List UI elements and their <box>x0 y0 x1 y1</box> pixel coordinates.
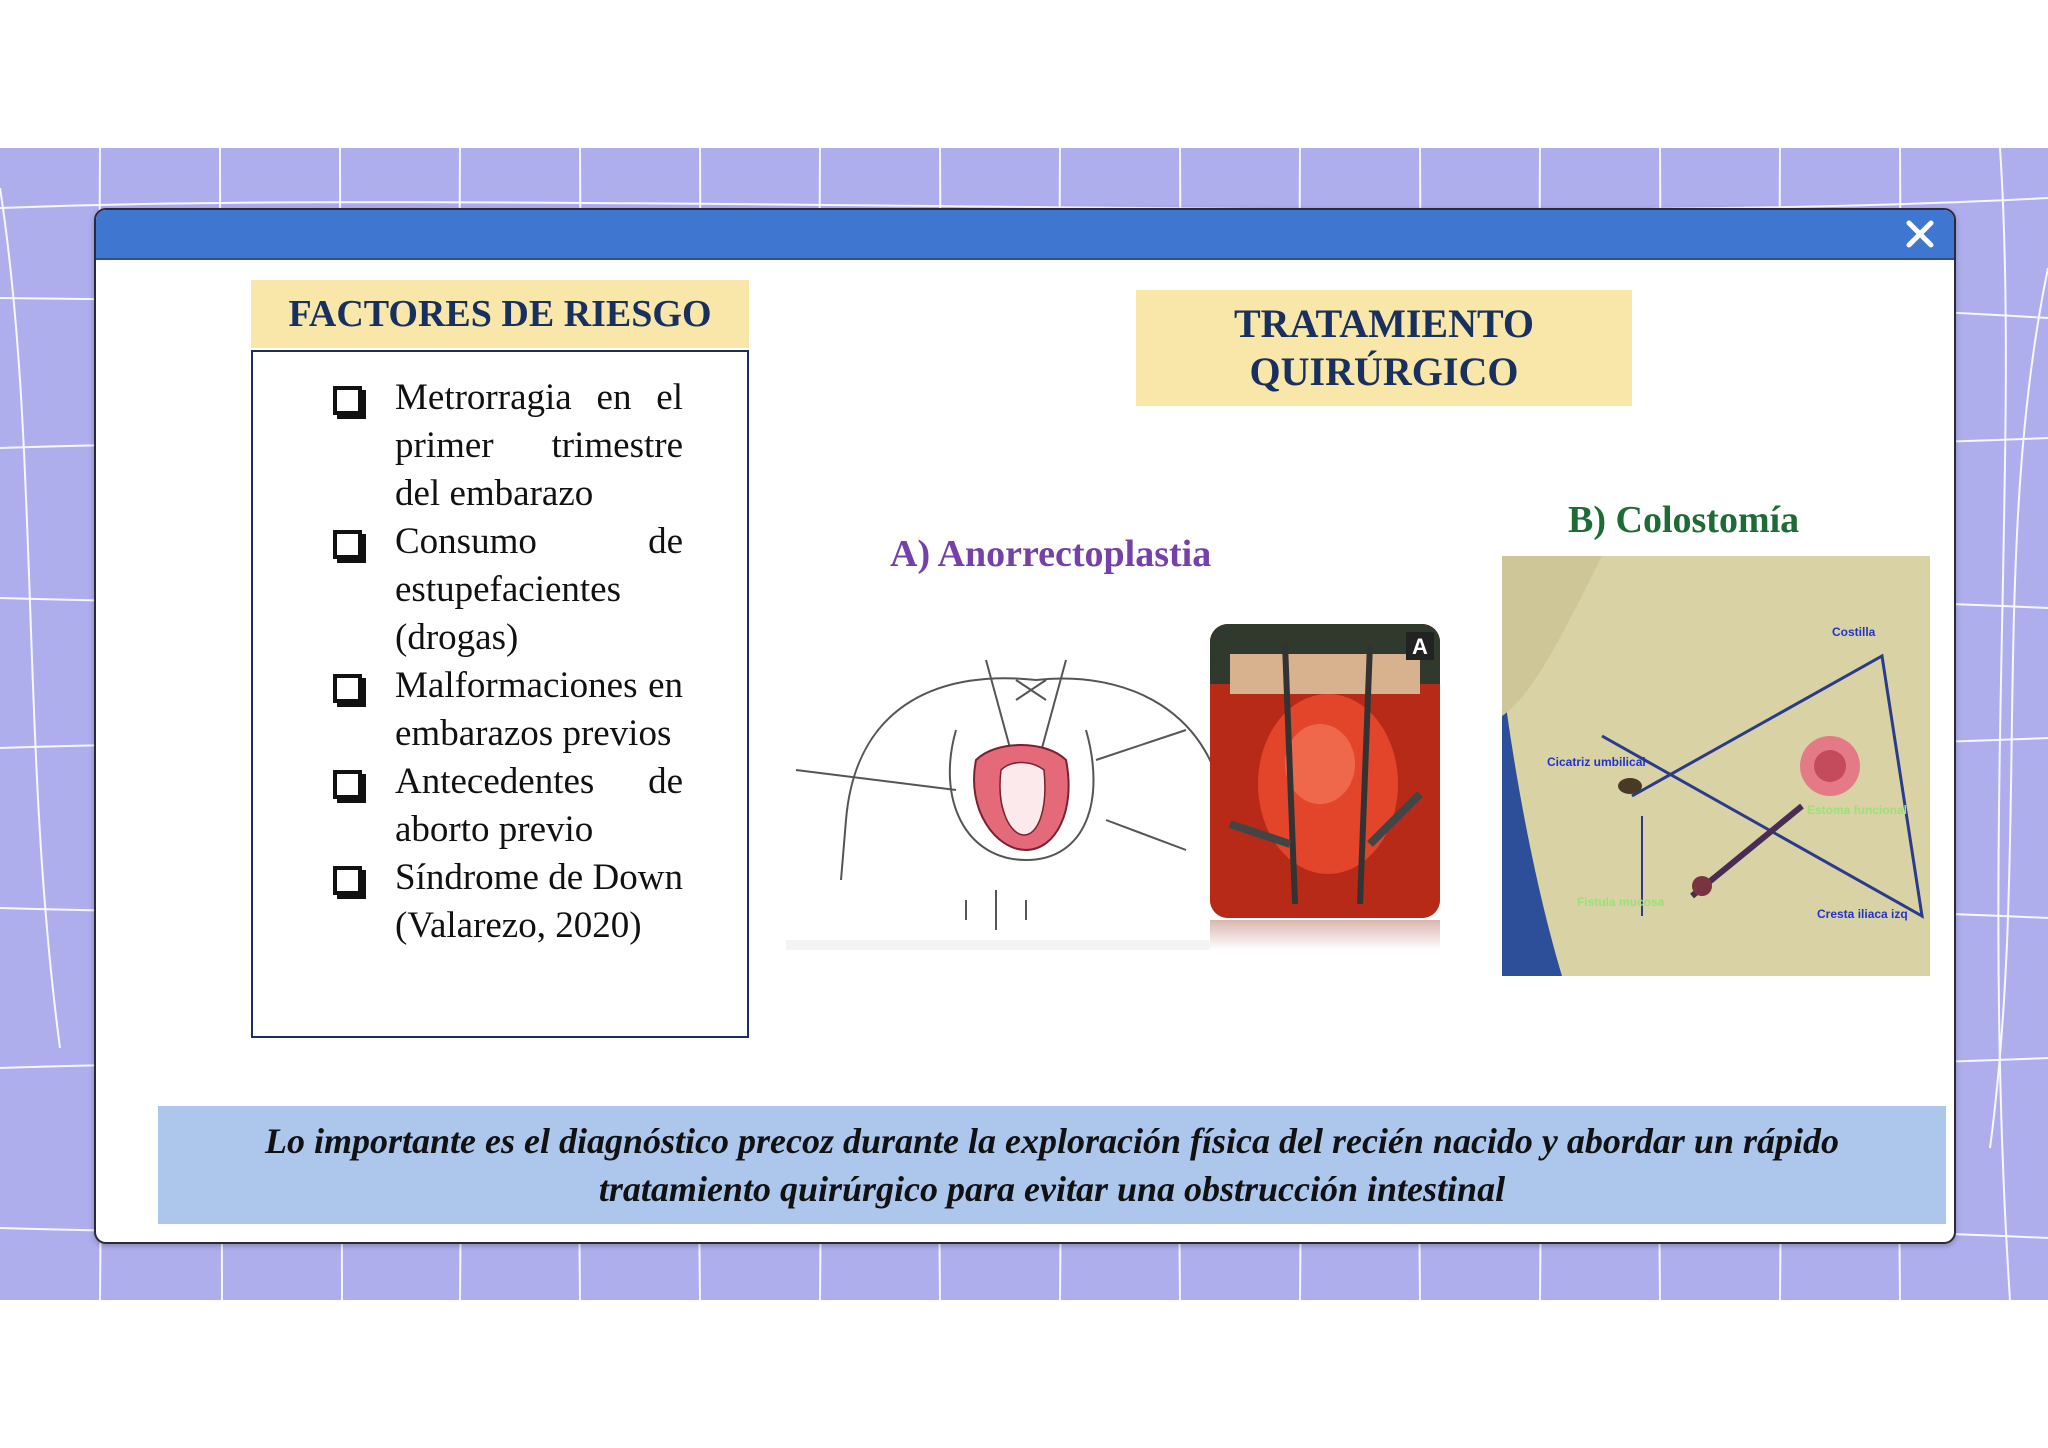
treatment-title-text: TRATAMIENTO QUIRÚRGICO <box>1234 301 1535 394</box>
window-titlebar <box>96 210 1954 260</box>
footer-note: Lo importante es el diagnóstico precoz d… <box>158 1106 1946 1224</box>
checkbox-icon <box>333 530 362 559</box>
checkbox-icon <box>333 866 362 895</box>
photo-reflection <box>1210 920 1440 950</box>
list-item-text: Consumo de estupefacientes (drogas) <box>395 521 683 658</box>
list-item-text: Antecedentes de aborto previo <box>395 761 683 850</box>
list-item-text: Malformaciones en embarazos previos <box>395 665 683 754</box>
label-fistula: Fistula mucosa <box>1577 895 1665 909</box>
option-b-label: B) Colostomía <box>1568 499 1800 541</box>
slide-window: FACTORES DE RIESGO Metrorragia en el pri… <box>94 208 1956 1244</box>
risk-factors-title: FACTORES DE RIESGO <box>251 280 749 348</box>
checkbox-icon <box>333 674 362 703</box>
risk-factors-box: Metrorragia en el primer trimestre del e… <box>251 350 749 1038</box>
label-costilla: Costilla <box>1832 625 1876 639</box>
colostomy-photo: Costilla Cicatriz umbilical Estoma funci… <box>1502 556 1930 976</box>
checkbox-icon <box>333 770 362 799</box>
footer-text: Lo importante es el diagnóstico precoz d… <box>265 1121 1839 1209</box>
label-cresta: Cresta iliaca izq <box>1817 907 1908 921</box>
option-a-label: A) Anorrectoplastia <box>890 533 1212 575</box>
list-item-text: Síndrome de Down (Valarezo, 2020) <box>395 857 683 946</box>
label-estoma: Estoma funcional <box>1807 803 1907 817</box>
list-item: Metrorragia en el primer trimestre del e… <box>333 374 683 518</box>
close-icon <box>1906 220 1934 248</box>
photo-a-badge: A <box>1412 634 1428 659</box>
list-item-text: Metrorragia en el primer trimestre del e… <box>395 377 683 514</box>
list-item: Síndrome de Down (Valarezo, 2020) <box>333 854 683 950</box>
treatment-title: TRATAMIENTO QUIRÚRGICO <box>1136 290 1632 406</box>
list-item: Consumo de estupefacientes (drogas) <box>333 518 683 662</box>
list-item: Antecedentes de aborto previo <box>333 758 683 854</box>
list-item: Malformaciones en embarazos previos <box>333 662 683 758</box>
risk-factors-list: Metrorragia en el primer trimestre del e… <box>333 374 683 950</box>
anorectoplasty-photo: A <box>1210 624 1440 918</box>
label-cicatriz: Cicatriz umbilical <box>1547 755 1646 769</box>
anorectoplasty-illustration <box>786 659 1276 950</box>
checkbox-icon <box>333 386 362 415</box>
close-button[interactable] <box>1900 214 1940 254</box>
